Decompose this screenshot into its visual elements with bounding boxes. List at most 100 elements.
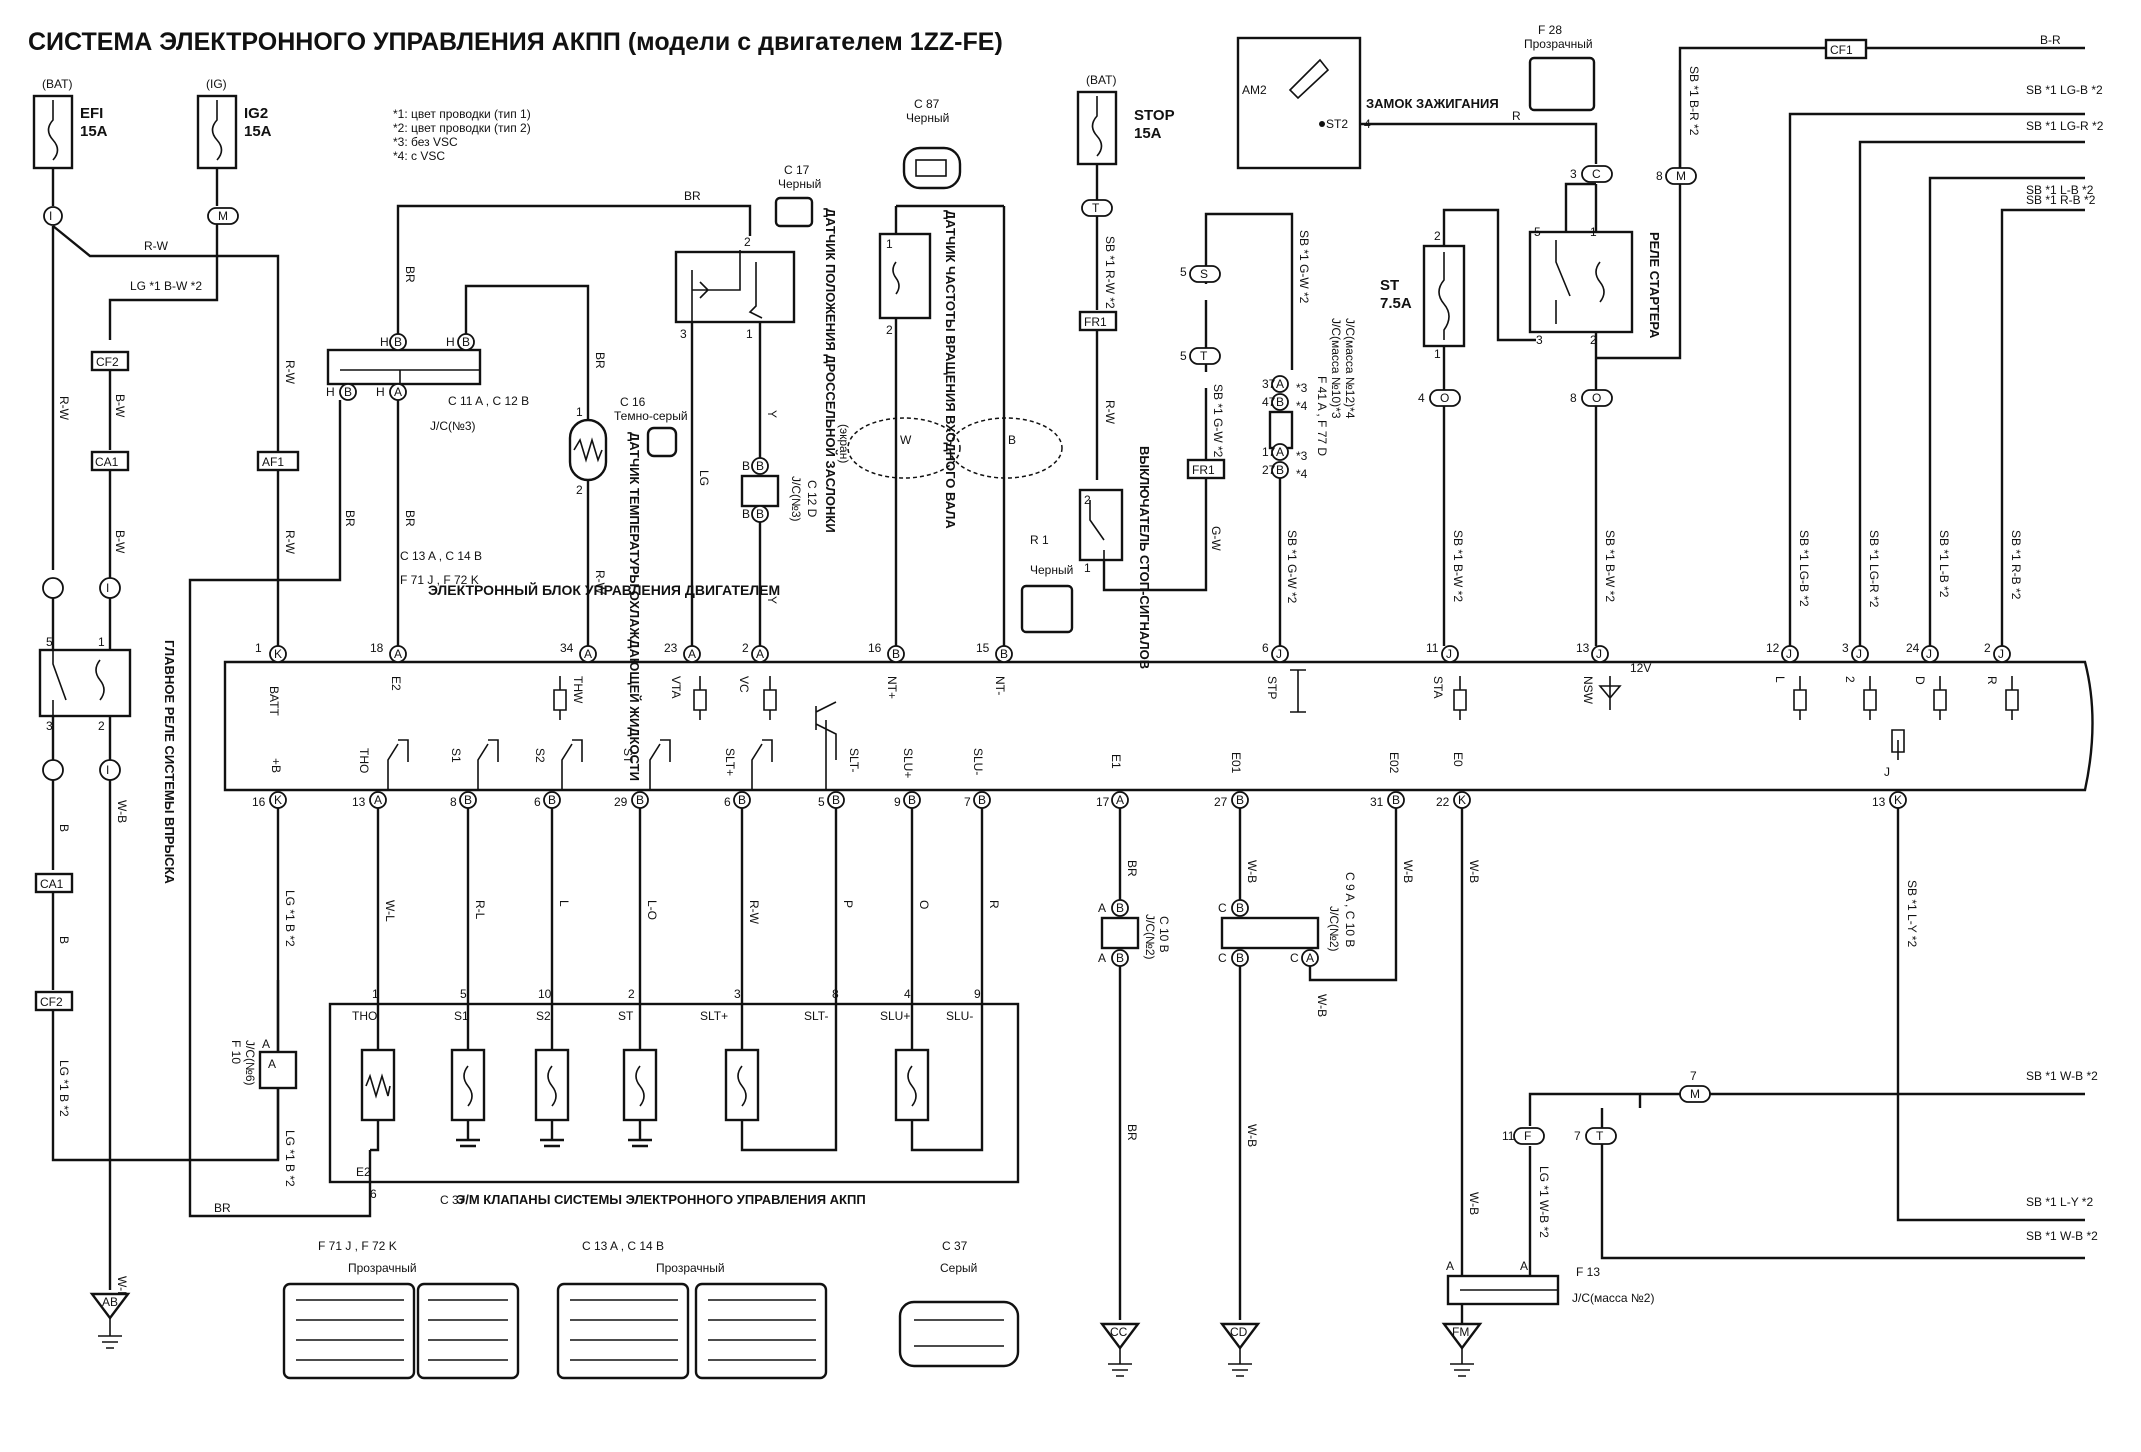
svg-text:2: 2 — [98, 719, 105, 733]
stop-amp: 15A — [1134, 125, 1162, 142]
svg-text:SB *1 L-Y *2: SB *1 L-Y *2 — [1905, 880, 1919, 947]
svg-text:CF2: CF2 — [40, 995, 63, 1009]
tps-label: ДАТЧИК ПОЛОЖЕНИЯ ДРОССЕЛЬНОЙ ЗАСЛОНКИ — [823, 208, 838, 533]
svg-text:5: 5 — [1534, 225, 1541, 239]
svg-text:CC: CC — [1110, 1325, 1128, 1339]
svg-text:S2: S2 — [536, 1009, 551, 1023]
svg-text:O: O — [1440, 391, 1449, 405]
connector-pictures: F 71 J , F 72 K Прозрачный C 13 A , C 14… — [282, 1239, 1020, 1380]
svg-text:SLT+: SLT+ — [700, 1009, 728, 1023]
svg-text:BR: BR — [684, 189, 701, 203]
jc2-b-label: J/C(№2) — [1327, 906, 1341, 952]
svg-text:1: 1 — [1590, 225, 1597, 239]
svg-text:A: A — [1306, 951, 1314, 965]
svg-text:LG *1 B-W *2: LG *1 B-W *2 — [130, 279, 202, 293]
svg-text:SLU-: SLU- — [971, 748, 985, 775]
svg-text:I: I — [106, 763, 109, 777]
svg-text:LG *1 B *2: LG *1 B *2 — [57, 1060, 71, 1117]
ecu-ref-2: F 71 J , F 72 K — [400, 573, 479, 587]
jc3-top-refs: C 11 A , C 12 B — [448, 394, 529, 408]
f28-color: Прозрачный — [1524, 37, 1593, 51]
svg-text:S1: S1 — [454, 1009, 469, 1023]
svg-text:SB *1 G-W *2: SB *1 G-W *2 — [1297, 230, 1311, 304]
svg-text:CA1: CA1 — [95, 455, 119, 469]
jcm2-ref: F 13 — [1576, 1265, 1600, 1279]
svg-text:SLT-: SLT- — [847, 748, 861, 772]
svg-text:5: 5 — [1180, 349, 1187, 363]
svg-text:LG *1 B *2: LG *1 B *2 — [283, 1130, 297, 1187]
svg-text:B: B — [756, 459, 764, 473]
svg-text:VTA: VTA — [669, 676, 683, 698]
svg-text:B: B — [1000, 647, 1008, 661]
svg-text:5: 5 — [460, 987, 467, 1001]
engine-ecu: ЭЛЕКТРОННЫЙ БЛОК УПРАВЛЕНИЯ ДВИГАТЕЛЕМ — [223, 581, 2094, 792]
svg-text:B: B — [756, 507, 764, 521]
svg-text:24: 24 — [1906, 641, 1920, 655]
svg-text:M: M — [218, 209, 228, 223]
svg-text:9: 9 — [894, 795, 901, 809]
efi-amp: 15A — [80, 123, 108, 140]
svg-text:7: 7 — [1690, 1069, 1697, 1083]
svg-text:2: 2 — [628, 987, 635, 1001]
svg-text:B: B — [1116, 951, 1124, 965]
svg-text:H: H — [446, 335, 455, 349]
svg-text:J: J — [1786, 647, 1792, 661]
svg-text:SB *1 LG-B *2: SB *1 LG-B *2 — [2026, 83, 2103, 97]
svg-text:S2: S2 — [533, 748, 547, 763]
svg-text:W-B: W-B — [1245, 1124, 1259, 1147]
svg-text:P: P — [841, 900, 855, 908]
svg-text:3: 3 — [46, 719, 53, 733]
jc3-top-label: J/C(№3) — [430, 419, 476, 433]
svg-text:BR: BR — [214, 1201, 231, 1215]
stoplamp-label: ВЫКЛЮЧАТЕЛЬ СТОП-СИГНАЛОВ — [1137, 446, 1152, 669]
svg-text:AF1: AF1 — [262, 455, 284, 469]
svg-text:CA1: CA1 — [40, 877, 64, 891]
svg-text:16: 16 — [252, 795, 266, 809]
svg-text:B: B — [1236, 793, 1244, 807]
svg-text:E02: E02 — [1387, 752, 1401, 774]
svg-text:2: 2 — [744, 235, 751, 249]
svg-text:10: 10 — [538, 987, 552, 1001]
svg-text:CF2: CF2 — [96, 355, 119, 369]
svg-text:H: H — [326, 385, 335, 399]
svg-text:47: 47 — [1262, 395, 1276, 409]
svg-text:H: H — [376, 385, 385, 399]
svg-text:B: B — [636, 793, 644, 807]
svg-text:15: 15 — [976, 641, 990, 655]
svg-text:1: 1 — [576, 405, 583, 419]
c13-14-label: C 13 A , C 14 B — [582, 1239, 664, 1253]
svg-text:J: J — [1998, 647, 2004, 661]
stop-fuse: (BAT) STOP 15A T SB *1 R-W *2 FR1 R-W 12… — [1020, 73, 1208, 669]
right-ground-wires: M 7 SB *1 W-B *2 T 7 SB *1 W-B *2 SB *1 … — [1574, 808, 2098, 1260]
svg-text:NT-: NT- — [993, 676, 1007, 695]
input-speed-sensor: C 87 Черный 12 ДАТЧИК ЧАСТОТЫ ВРАЩЕНИЯ В… — [837, 97, 1063, 646]
svg-text:8: 8 — [450, 795, 457, 809]
f71-72-color: Прозрачный — [348, 1261, 417, 1275]
ground-ab: AB — [89, 1292, 131, 1349]
ecu-ref-1: C 13 A , C 14 B — [400, 549, 482, 563]
svg-text:B: B — [394, 335, 402, 349]
svg-text:SB *1 G-W *2: SB *1 G-W *2 — [1211, 384, 1225, 458]
svg-text:W-B: W-B — [1401, 860, 1415, 883]
svg-text:1: 1 — [255, 641, 262, 655]
svg-text:SB *1 B-W *2: SB *1 B-W *2 — [1451, 530, 1465, 602]
svg-text:A: A — [756, 647, 764, 661]
svg-text:B: B — [892, 647, 900, 661]
svg-text:B: B — [1276, 463, 1284, 477]
svg-text:2: 2 — [1434, 229, 1441, 243]
st-fuse: 21 ST 7.5A O 4 SB *1 B-W *2 — [1380, 208, 1536, 646]
svg-text:K: K — [1894, 793, 1902, 807]
svg-text:ST: ST — [618, 1009, 634, 1023]
svg-text:CD: CD — [1230, 1325, 1248, 1339]
svg-text:B: B — [57, 936, 71, 944]
